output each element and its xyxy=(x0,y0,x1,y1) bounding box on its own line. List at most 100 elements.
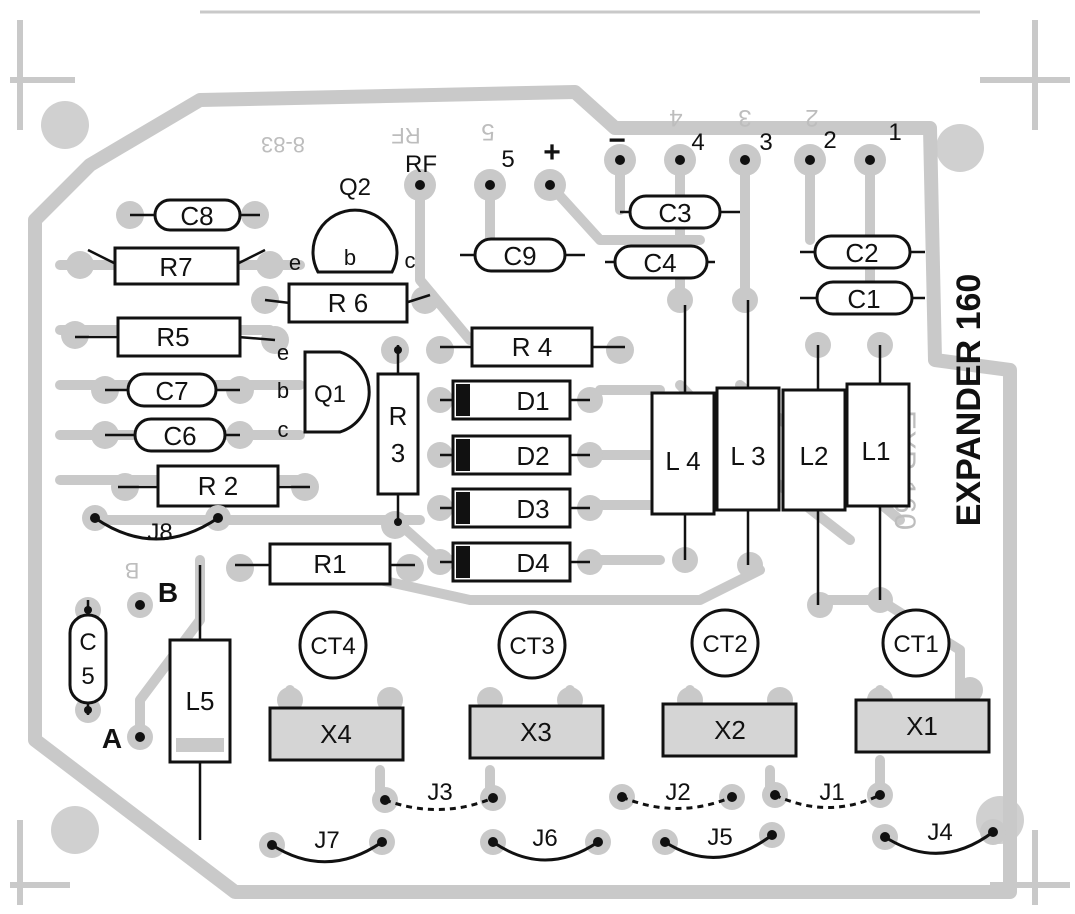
d4-label: D4 xyxy=(516,548,549,578)
c5-label-5: 5 xyxy=(81,663,94,690)
transistor-q1: Q1 e b c xyxy=(277,340,371,442)
inductor-l5: L5 xyxy=(168,565,232,840)
resistor-r3: R 3 xyxy=(376,345,420,525)
lead-holes xyxy=(84,346,402,714)
resistor-r5: R5 xyxy=(75,316,276,358)
j4-label: J4 xyxy=(927,819,952,846)
crystal-x4: X4 xyxy=(268,706,405,762)
d2-label: D2 xyxy=(516,441,549,471)
d3-label: D3 xyxy=(516,494,549,524)
inductor-l2: L2 xyxy=(781,345,847,605)
jumper-j7: J7 xyxy=(259,827,395,864)
capacitor-c5: C 5 xyxy=(68,600,108,715)
mirror-5: 5 xyxy=(481,118,494,145)
point-a-label: A xyxy=(102,723,122,754)
board-title-text: EXPANDER 160 xyxy=(950,274,988,527)
j7-label: J7 xyxy=(314,827,339,854)
l3-label: L 3 xyxy=(730,441,765,471)
capacitor-c9: C9 xyxy=(460,237,585,273)
resistor-r4: R 4 xyxy=(440,326,625,368)
c2-label: C2 xyxy=(845,238,878,268)
q1-collector-label: c xyxy=(278,417,289,442)
l1-label: L1 xyxy=(862,436,891,466)
jumper-j4: J4 xyxy=(872,819,1006,855)
r5-label: R5 xyxy=(156,322,189,352)
jumper-j1: J1 xyxy=(762,779,893,809)
x2-label: X2 xyxy=(714,715,746,745)
inductor-l3: L 3 xyxy=(715,300,781,565)
q2-emitter-label: e xyxy=(289,250,301,275)
capacitor-c7: C7 xyxy=(105,372,240,408)
ct2-label: CT2 xyxy=(702,631,747,658)
trimmer-ct4: CT4 xyxy=(298,610,368,680)
resistor-r7: R7 xyxy=(87,246,266,286)
crystal-x3: X3 xyxy=(468,704,605,760)
r2-label: R 2 xyxy=(198,471,238,501)
r3-label-3: 3 xyxy=(391,438,405,468)
ct4-label: CT4 xyxy=(310,633,355,660)
crystal-x2: X2 xyxy=(661,702,798,758)
terminal-3-label: 3 xyxy=(759,129,772,156)
resistor-r6: R 6 xyxy=(264,282,431,324)
plus-terminal-label: + xyxy=(543,136,561,169)
capacitor-c4: C4 xyxy=(605,244,715,280)
mirror-date: 8-83 xyxy=(261,132,305,157)
x3-label: X3 xyxy=(520,717,552,747)
inductor-l4: L 4 xyxy=(650,305,716,560)
r4-label: R 4 xyxy=(512,332,552,362)
test-point-b: B xyxy=(127,577,178,618)
q1-label: Q1 xyxy=(314,381,346,408)
q2-collector-label: c xyxy=(405,248,416,273)
jumper-j5: J5 xyxy=(652,822,785,859)
diode-d4: D4 xyxy=(440,541,590,583)
mirror-b: B xyxy=(125,558,140,583)
jumper-j2: J2 xyxy=(609,779,745,810)
diode-d2: D2 xyxy=(440,434,590,476)
j8-label: J8 xyxy=(147,519,172,546)
j3-label: J3 xyxy=(427,779,452,806)
c6-label: C6 xyxy=(163,421,196,451)
d1-label: D1 xyxy=(516,386,549,416)
terminal-2-label: 2 xyxy=(823,127,836,154)
capacitor-c3: C3 xyxy=(620,194,740,230)
q2-base-label: b xyxy=(344,245,356,270)
q1-emitter-label: e xyxy=(277,340,289,365)
capacitor-c8: C8 xyxy=(130,198,260,232)
rf-terminal-label: RF xyxy=(405,151,437,178)
c9-label: C9 xyxy=(503,241,536,271)
transistor-q2: Q2 e b c xyxy=(289,174,416,275)
diode-d1: D1 xyxy=(440,379,590,421)
mirror-4: 4 xyxy=(669,104,682,131)
ct1-label: CT1 xyxy=(893,631,938,658)
r6-label: R 6 xyxy=(328,288,368,318)
terminal-holes xyxy=(415,155,875,190)
q2-label: Q2 xyxy=(339,174,371,201)
resistor-r2: R 2 xyxy=(118,464,310,508)
j5-label: J5 xyxy=(707,824,732,851)
c3-label: C3 xyxy=(658,198,691,228)
jumper-j3: J3 xyxy=(372,779,506,813)
trimmer-ct2: CT2 xyxy=(690,608,760,678)
l4-label: L 4 xyxy=(665,446,700,476)
c8-label: C8 xyxy=(180,201,213,231)
inductor-l1: L1 xyxy=(845,345,911,600)
jumper-j6: J6 xyxy=(480,825,611,862)
trimmer-ct1: CT1 xyxy=(881,608,951,678)
trimmer-ct3: CT3 xyxy=(497,610,567,680)
j1-label: J1 xyxy=(819,779,844,806)
point-b-label: B xyxy=(158,577,178,608)
c5-label-c: C xyxy=(79,629,96,656)
minus-terminal-label: − xyxy=(608,124,626,157)
r3-label-r: R xyxy=(389,401,408,431)
c4-label: C4 xyxy=(643,248,676,278)
l5-label: L5 xyxy=(186,686,215,716)
j6-label: J6 xyxy=(532,825,557,852)
board-title: EXPANDER 160 xyxy=(950,274,988,527)
mirror-rf: RF xyxy=(391,123,420,148)
r7-label: R7 xyxy=(159,252,192,282)
test-point-a: A xyxy=(102,723,153,754)
capacitor-c2: C2 xyxy=(800,234,925,270)
x4-label: X4 xyxy=(320,719,352,749)
terminal-1-label: 1 xyxy=(888,119,901,146)
